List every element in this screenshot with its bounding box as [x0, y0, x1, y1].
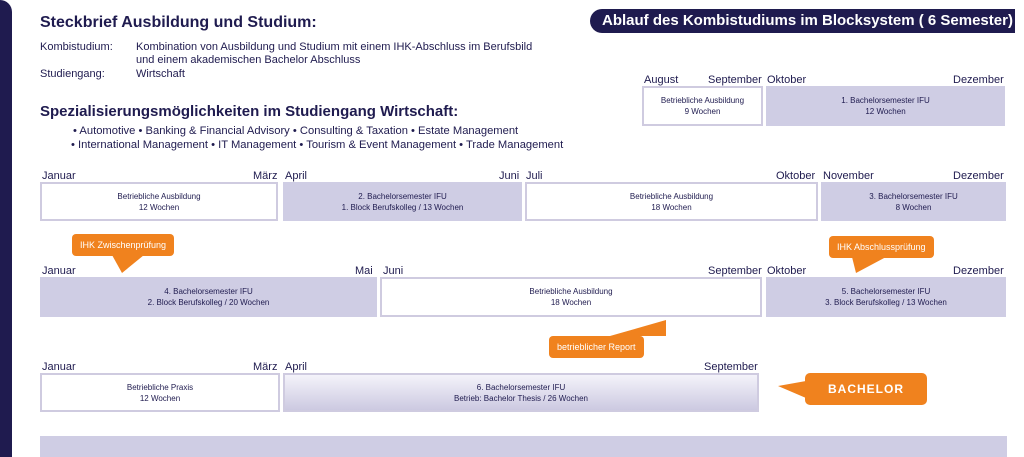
block-detail: 12 Wochen: [139, 393, 181, 403]
specialization-line-1: • Automotive • Banking & Financial Advis…: [73, 125, 519, 137]
month-label: März: [253, 361, 278, 373]
block-title: 4. Bachelorsemester IFU: [164, 287, 253, 296]
month-label: Oktober: [767, 74, 807, 86]
month-label: Oktober: [776, 170, 816, 182]
title-bar: Ablauf des Kombistudiums im Blocksystem …: [590, 9, 1015, 33]
block-title: Betriebliche Ausbildung: [529, 287, 613, 296]
studiengang-value: Wirtschaft: [136, 68, 185, 80]
callout-pointer: [778, 381, 806, 398]
kombistudium-label: Kombistudium:: [40, 41, 113, 53]
block-title: Betriebliche Ausbildung: [629, 191, 714, 201]
block-detail: 12 Wochen: [865, 107, 906, 116]
callout-abschlusspruefung: IHK Abschlussprüfung: [829, 236, 934, 258]
month-label: April: [285, 170, 308, 182]
block-detail: Betrieb: Bachelor Thesis / 26 Wochen: [454, 393, 588, 403]
left-accent-bar: [0, 0, 12, 457]
month-label: Dezember: [953, 170, 1004, 182]
callout-pointer: [852, 257, 886, 273]
bottom-band: [40, 436, 1007, 457]
block-title: 2. Bachelorsemester IFU: [358, 191, 447, 201]
specialization-line-2: • International Management • IT Manageme…: [71, 139, 564, 151]
schedule-block: Betriebliche Ausbildung 18 Wochen: [525, 182, 818, 221]
month-label: Juni: [499, 170, 520, 182]
block-title: Betriebliche Praxis: [126, 382, 194, 392]
kombistudium-line-1: Kombination von Ausbildung und Studium m…: [136, 41, 533, 53]
schedule-block: 1. Bachelorsemester IFU 12 Wochen: [766, 86, 1005, 126]
profile-heading: Steckbrief Ausbildung und Studium:: [40, 14, 317, 31]
bachelor-badge: BACHELOR: [805, 373, 927, 405]
block-detail: 18 Wochen: [550, 298, 592, 307]
schedule-block: Betriebliche Ausbildung 9 Wochen: [642, 86, 763, 126]
month-label: Mai: [355, 265, 373, 277]
month-label: Juli: [526, 170, 543, 182]
block-title: Betriebliche Ausbildung: [660, 96, 745, 105]
schedule-block: 5. Bachelorsemester IFU 3. Block Berufsk…: [766, 277, 1006, 317]
month-label: September: [708, 265, 762, 277]
block-detail: 9 Wochen: [684, 107, 721, 116]
block-detail: 2. Block Berufskolleg / 20 Wochen: [147, 298, 270, 307]
specialization-heading: Spezialisierungsmöglichkeiten im Studien…: [40, 103, 459, 120]
schedule-block: 3. Bachelorsemester IFU 8 Wochen: [821, 182, 1006, 221]
month-label: November: [823, 170, 874, 182]
month-label: Januar: [42, 361, 76, 373]
month-label: August: [644, 74, 679, 86]
block-detail: 18 Wochen: [651, 202, 692, 212]
block-title: 5. Bachelorsemester IFU: [841, 287, 931, 296]
month-label: Juni: [383, 265, 404, 277]
schedule-block: Betriebliche Ausbildung 18 Wochen: [380, 277, 762, 317]
schedule-block: Betriebliche Praxis 12 Wochen: [40, 373, 280, 412]
callout-report: betrieblicher Report: [549, 336, 644, 358]
schedule-block: 2. Bachelorsemester IFU 1. Block Berufsk…: [283, 182, 522, 221]
block-detail: 3. Block Berufskolleg / 13 Wochen: [825, 298, 947, 307]
schedule-block: 6. Bachelorsemester IFU Betrieb: Bachelo…: [283, 373, 759, 412]
month-label: Dezember: [953, 74, 1004, 86]
month-label: April: [285, 361, 308, 373]
schedule-block: 4. Bachelorsemester IFU 2. Block Berufsk…: [40, 277, 377, 317]
month-label: März: [253, 170, 278, 182]
month-label: Oktober: [767, 265, 807, 277]
month-label: Januar: [42, 170, 76, 182]
block-title: 1. Bachelorsemester IFU: [841, 96, 930, 105]
month-label: September: [708, 74, 762, 86]
block-title: Betriebliche Ausbildung: [117, 191, 201, 201]
specialization-list: • Automotive • Banking & Financial Advis…: [71, 124, 593, 152]
block-title: 6. Bachelorsemester IFU: [476, 382, 566, 392]
month-label: September: [704, 361, 758, 373]
block-title: 3. Bachelorsemester IFU: [869, 191, 958, 201]
callout-zwischenpruefung: IHK Zwischenprüfung: [72, 234, 175, 256]
studiengang-label: Studiengang:: [40, 68, 105, 80]
block-detail: 1. Block Berufskolleg / 13 Wochen: [341, 202, 464, 212]
block-detail: 12 Wochen: [138, 202, 180, 212]
kombistudium-line-2: und einem akademischen Bachelor Abschlus…: [136, 54, 361, 66]
month-label: Januar: [42, 265, 76, 277]
month-label: Dezember: [953, 265, 1004, 277]
block-detail: 8 Wochen: [895, 202, 932, 212]
schedule-block: Betriebliche Ausbildung 12 Wochen: [40, 182, 278, 221]
callout-pointer: [610, 320, 666, 336]
callout-pointer: [112, 255, 144, 273]
